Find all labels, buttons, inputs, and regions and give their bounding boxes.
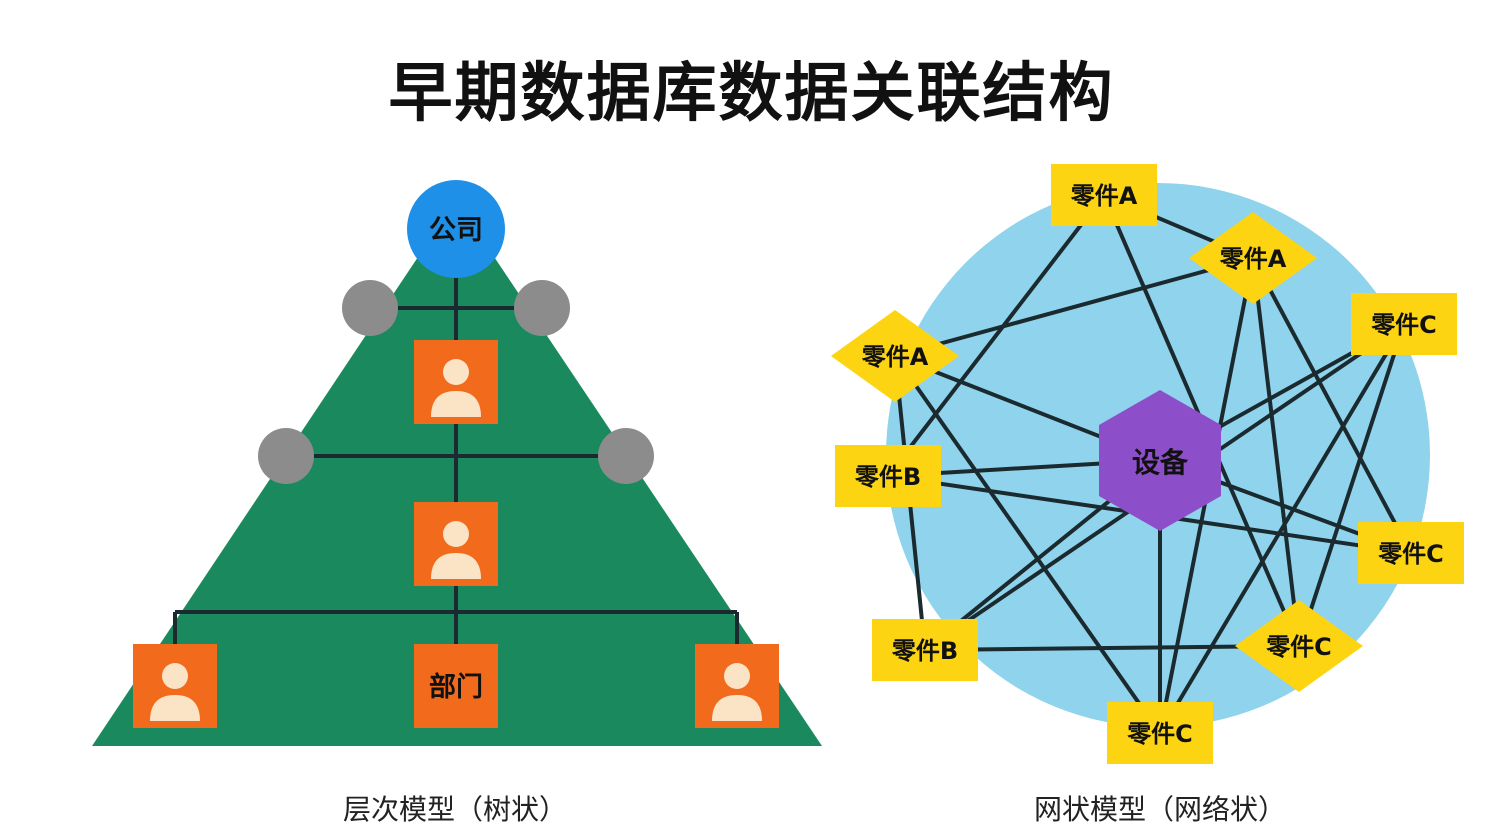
part-node-label: 零件A xyxy=(861,343,929,371)
part-node-label: 零件C xyxy=(1377,540,1444,568)
page-title: 早期数据库数据关联结构 xyxy=(388,57,1115,131)
part-node: 零件A xyxy=(1189,212,1317,304)
part-node-shape xyxy=(1351,293,1457,355)
root-label: 公司 xyxy=(429,215,483,246)
part-node-label: 零件B xyxy=(891,637,958,665)
person-icon xyxy=(150,663,200,721)
person-box-right xyxy=(695,644,779,728)
network-edge xyxy=(1158,322,1406,735)
network-model: 设备 零件A 零件A 零件C 零件A 零件B 零件C 零件B 零件C 零件C xyxy=(831,164,1464,764)
hierarchy-model: 公司 部门 xyxy=(92,180,822,746)
tree-edges xyxy=(173,230,739,644)
person-icon xyxy=(431,521,481,579)
person-icon xyxy=(712,663,762,721)
network-edge xyxy=(894,256,1254,358)
network-edge xyxy=(1297,323,1406,647)
part-node-label: 零件A xyxy=(1219,245,1287,273)
network-edge xyxy=(1251,257,1413,554)
part-node-shape xyxy=(872,619,978,681)
person-box-1 xyxy=(414,340,498,424)
network-edge xyxy=(1251,257,1301,647)
connector-node xyxy=(258,428,314,484)
part-node: 零件A xyxy=(831,310,959,402)
part-node: 零件C xyxy=(1107,702,1213,764)
network-edges xyxy=(886,193,1413,735)
part-node: 零件C xyxy=(1351,293,1457,355)
part-node-label: 零件C xyxy=(1265,633,1332,661)
center-node xyxy=(1099,390,1221,531)
part-nodes: 零件A 零件A 零件C 零件A 零件B 零件C 零件B 零件C 零件C xyxy=(831,164,1464,764)
department-label: 部门 xyxy=(429,671,483,703)
part-node-shape xyxy=(831,310,959,402)
part-node: 零件A xyxy=(1051,164,1157,226)
connector-node xyxy=(342,280,398,336)
network-edge xyxy=(893,354,1162,735)
part-node-shape xyxy=(1358,522,1464,584)
part-node-label: 零件A xyxy=(1070,182,1138,210)
center-label: 设备 xyxy=(1132,446,1189,479)
connector-node xyxy=(598,428,654,484)
person-box-left xyxy=(133,644,217,728)
person-box-2 xyxy=(414,502,498,586)
part-node-label: 零件B xyxy=(854,463,921,491)
part-node: 零件B xyxy=(835,445,941,507)
part-node-label: 零件C xyxy=(1126,720,1193,748)
part-node: 零件C xyxy=(1235,600,1363,692)
hierarchy-caption: 层次模型（树状） xyxy=(342,793,567,826)
part-node-label: 零件C xyxy=(1370,311,1437,339)
part-node-shape xyxy=(1189,212,1317,304)
root-node xyxy=(407,180,505,278)
network-caption: 网状模型（网络状） xyxy=(1033,793,1286,826)
connector-node xyxy=(514,280,570,336)
person-icon xyxy=(431,359,481,417)
network-edge xyxy=(886,193,1106,478)
part-node-shape xyxy=(1235,600,1363,692)
part-node: 零件B xyxy=(872,619,978,681)
part-node-shape xyxy=(835,445,941,507)
department-box: 部门 xyxy=(414,644,498,728)
part-node-shape xyxy=(1051,164,1157,226)
part-node: 零件C xyxy=(1358,522,1464,584)
part-node-shape xyxy=(1107,702,1213,764)
